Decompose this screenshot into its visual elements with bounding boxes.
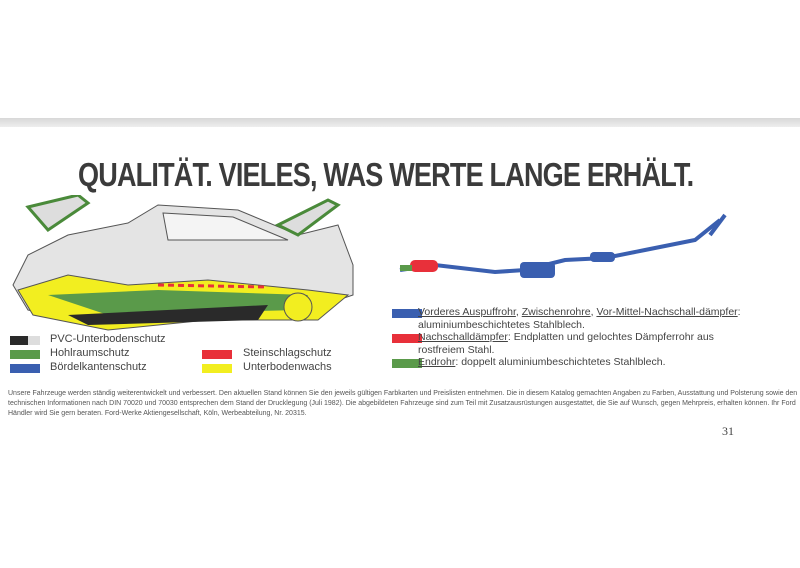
swatch-red bbox=[392, 334, 422, 343]
page-number: 31 bbox=[722, 424, 734, 438]
legend-label: Unterbodenwachs bbox=[243, 361, 332, 373]
car-body-illustration bbox=[12, 195, 354, 331]
footnote: Unsere Fahrzeuge werden ständig weiteren… bbox=[8, 390, 798, 417]
legend-label: Hohlraumschutz bbox=[50, 347, 130, 359]
exhaust-system-illustration bbox=[399, 213, 727, 278]
swatch-hohlraum bbox=[10, 350, 40, 359]
legend-item: Nachschalldämpfer: Endplatten und geloch… bbox=[418, 331, 714, 356]
top-gray-band bbox=[0, 118, 800, 127]
swatch-steinschlag bbox=[202, 350, 232, 359]
swatch-green bbox=[392, 359, 422, 368]
swatch-wachs bbox=[202, 364, 232, 373]
swatch-boerdel bbox=[10, 364, 40, 373]
legend-item: Vorderes Auspuffrohr, Zwischenrohre, Vor… bbox=[418, 306, 741, 331]
swatch-blue bbox=[392, 309, 422, 318]
legend-label: Bördelkantenschutz bbox=[50, 361, 147, 373]
legend-item: Endrohr: doppelt aluminiumbeschichtetes … bbox=[418, 356, 666, 368]
legend-label: Steinschlagschutz bbox=[243, 347, 332, 359]
legend-label: PVC-Unterbodenschutz bbox=[50, 333, 166, 345]
swatch-pvc bbox=[10, 336, 40, 345]
page-title: QUALITÄT. VIELES, WAS WERTE LANGE ERHÄLT… bbox=[78, 156, 694, 193]
